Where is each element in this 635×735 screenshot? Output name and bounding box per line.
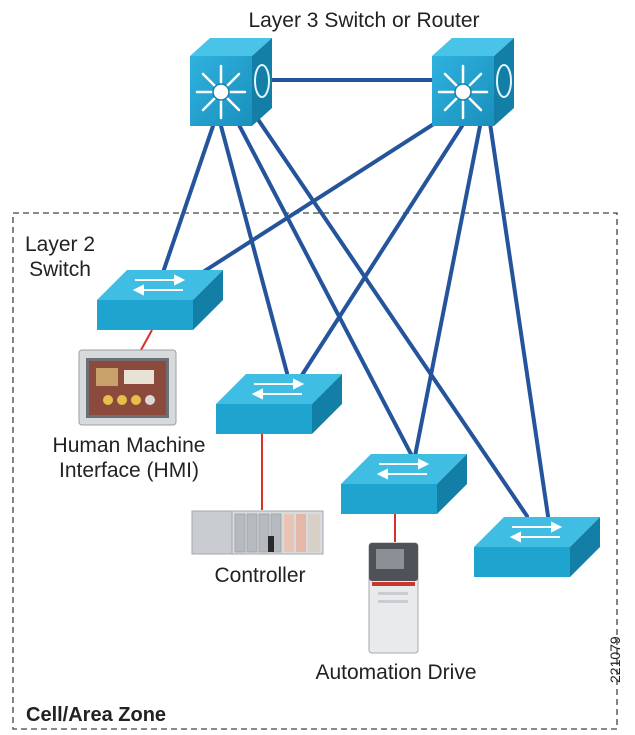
hmi-label-line1: Human Machine	[52, 434, 206, 457]
switch-hmi	[97, 270, 223, 330]
controller-label: Controller	[214, 564, 306, 587]
link-r2-drive-switch	[413, 124, 482, 458]
switch-right	[474, 517, 600, 577]
layer2-switch-label: Layer 2 Switch	[20, 232, 100, 282]
switch-controller	[216, 374, 342, 434]
link-r1-right-switch	[255, 116, 529, 518]
switch-drive	[341, 454, 467, 514]
link-r1-l2switch	[156, 124, 215, 289]
uplinks	[156, 78, 550, 518]
cell-area-zone-label: Cell/Area Zone	[26, 704, 167, 726]
link-r1-controller-switch	[219, 124, 289, 375]
figure-id: 221079	[607, 636, 623, 683]
automation-drive-label: Automation Drive	[315, 661, 477, 684]
layer2-label-line2: Switch	[29, 258, 91, 281]
controller-device-icon	[191, 510, 324, 555]
router-right	[432, 38, 514, 126]
link-r2-l2switch	[201, 118, 442, 274]
link-r1-drive-switch	[236, 121, 414, 458]
automation-drive-icon	[368, 542, 419, 654]
hmi-label-line2: Interface (HMI)	[58, 459, 200, 482]
device-links	[140, 329, 396, 542]
layer3-title: Layer 3 Switch or Router	[248, 9, 480, 32]
layer2-label-line1: Layer 2	[24, 233, 96, 256]
hmi-device-icon	[78, 349, 177, 426]
link-r2-right-switch	[488, 121, 550, 518]
router-left	[190, 38, 272, 126]
cell-area-zone-boundary	[12, 212, 618, 730]
hmi-label: Human Machine Interface (HMI)	[14, 433, 244, 483]
link-r2-controller-switch	[300, 124, 464, 377]
